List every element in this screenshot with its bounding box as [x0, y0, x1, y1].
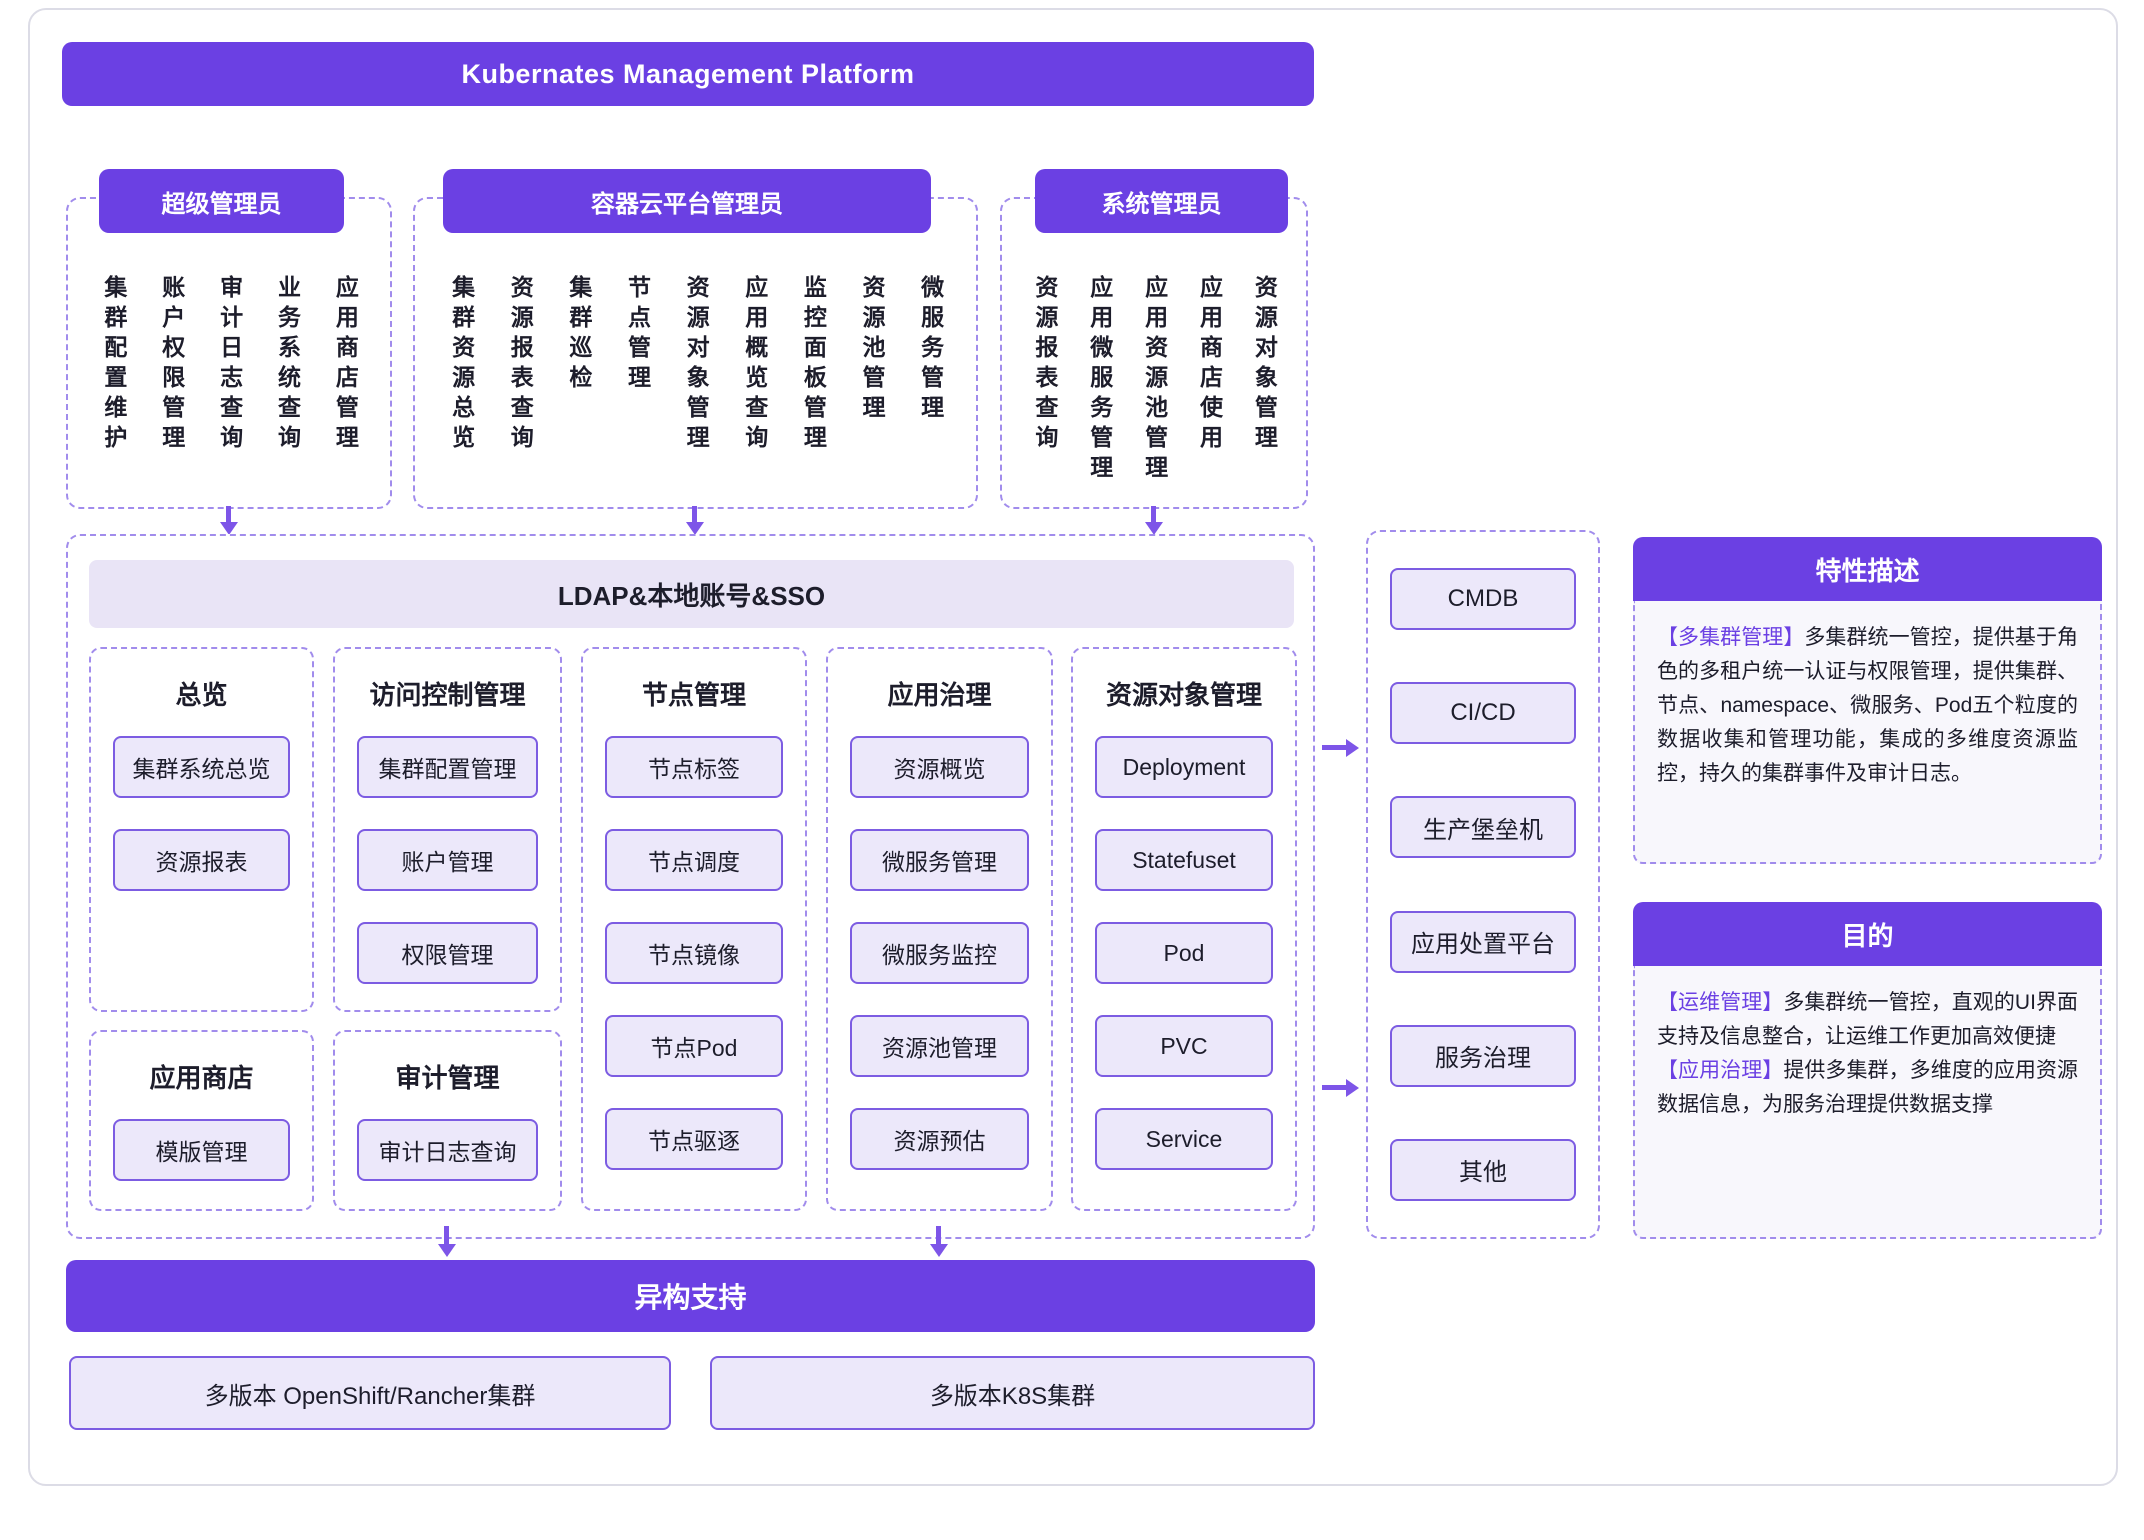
- arrow-down-icon: [936, 1226, 941, 1244]
- module-item: 节点Pod: [605, 1015, 783, 1077]
- role-items-platform-admin: 集群资源总览 资源报表查询 集群巡检 节点管理 资源对象管理 应用概览查询 监控…: [415, 199, 976, 507]
- module-col-title: 访问控制管理: [369, 680, 526, 710]
- module-item: 模版管理: [113, 1119, 290, 1181]
- role-item: 集群配置维护: [100, 275, 127, 455]
- purpose-tag-ops: 【运维管理】: [1657, 991, 1784, 1014]
- module-col-title: 应用商店: [149, 1063, 254, 1093]
- module-item: PVC: [1095, 1015, 1273, 1077]
- hetero-support-bar: 异构支持: [66, 1260, 1315, 1332]
- module-col-audit: 审计管理 审计日志查询: [333, 1030, 562, 1211]
- module-col-title: 资源对象管理: [1105, 680, 1262, 710]
- module-col-app-store: 应用商店 模版管理: [89, 1030, 314, 1211]
- module-item: 资源报表: [113, 829, 290, 891]
- feature-tag: 【多集群管理】: [1657, 626, 1805, 649]
- role-badge-platform-admin: 容器云平台管理员: [443, 169, 931, 233]
- feature-panel: 特性描述 【多集群管理】多集群统一管控，提供基于角色的多租户统一认证与权限管理，…: [1633, 537, 2102, 864]
- role-items-system-admin: 资源报表查询 应用微服务管理 应用资源池管理 应用商店使用 资源对象管理: [1002, 199, 1306, 507]
- integration-item-cmdb: CMDB: [1390, 568, 1576, 630]
- module-item: 节点标签: [605, 736, 783, 798]
- role-item: 业务系统查询: [274, 275, 301, 455]
- role-item: 集群巡检: [565, 275, 592, 395]
- module-col-app-governance: 应用治理 资源概览 微服务管理 微服务监控 资源池管理 资源预估: [826, 647, 1053, 1211]
- purpose-panel-body: 【运维管理】多集群统一管控，直观的UI界面支持及信息整合，让运维工作更加高效便捷…: [1633, 966, 2102, 1239]
- purpose-text-app: 提供多集群，多维度的应用资源数据信息，为服务治理提供数据支撑: [1657, 1059, 2079, 1117]
- role-item: 资源池管理: [859, 275, 885, 425]
- module-item: 资源预估: [850, 1108, 1029, 1170]
- integration-item-other: 其他: [1390, 1138, 1576, 1201]
- module-col-node-management: 节点管理 节点标签 节点调度 节点镜像 节点Pod 节点驱逐: [581, 647, 807, 1211]
- integration-item-service-governance: 服务治理: [1390, 1024, 1576, 1087]
- module-col-access-control: 访问控制管理 集群配置管理 账户管理 权限管理: [333, 647, 562, 1012]
- module-col-resource-objects: 资源对象管理 Deployment Statefuset Pod PVC Ser…: [1071, 647, 1297, 1211]
- purpose-panel-title: 目的: [1633, 902, 2102, 966]
- module-item: 微服务监控: [850, 922, 1029, 984]
- cluster-openshift-rancher: 多版本 OpenShift/Rancher集群: [69, 1356, 671, 1430]
- role-badge-system-admin: 系统管理员: [1035, 169, 1288, 233]
- role-item: 集群资源总览: [448, 275, 475, 455]
- arrow-down-icon: [692, 506, 697, 522]
- module-item: 节点调度: [605, 829, 783, 891]
- role-item: 微服务管理: [917, 275, 944, 425]
- role-items-super-admin: 集群配置维护 账户权限管理 审计日志查询 业务系统查询 应用商店管理: [68, 199, 390, 507]
- module-item: 节点镜像: [605, 922, 783, 984]
- module-item: Pod: [1095, 922, 1273, 984]
- feature-panel-body: 【多集群管理】多集群统一管控，提供基于角色的多租户统一认证与权限管理，提供集群、…: [1633, 601, 2102, 864]
- module-item: 权限管理: [357, 922, 538, 984]
- module-col-title: 应用治理: [887, 680, 992, 710]
- role-item: 应用资源池管理: [1141, 275, 1168, 485]
- module-item: 节点驱逐: [605, 1108, 783, 1170]
- module-item: Statefuset: [1095, 829, 1273, 891]
- integrations-column: CMDB CI/CD 生产堡垒机 应用处置平台 服务治理 其他: [1366, 530, 1600, 1239]
- auth-bar: LDAP&本地账号&SSO: [89, 560, 1294, 628]
- arrow-down-icon: [226, 506, 231, 522]
- cluster-k8s: 多版本K8S集群: [710, 1356, 1315, 1430]
- arrow-right-icon: [1322, 745, 1346, 750]
- module-col-title: 节点管理: [641, 680, 746, 710]
- purpose-tag-app: 【应用治理】: [1657, 1059, 1784, 1083]
- role-item: 应用概览查询: [741, 275, 768, 455]
- arrow-right-icon: [1322, 1085, 1346, 1090]
- role-item: 资源对象管理: [683, 275, 710, 455]
- module-item: 资源概览: [850, 736, 1029, 798]
- role-item: 监控面板管理: [800, 275, 827, 455]
- role-item: 应用商店管理: [332, 275, 359, 455]
- integration-item-cicd: CI/CD: [1390, 682, 1576, 745]
- role-item: 账户权限管理: [158, 275, 185, 455]
- role-group-system-admin: 资源报表查询 应用微服务管理 应用资源池管理 应用商店使用 资源对象管理: [1000, 197, 1308, 509]
- purpose-panel: 目的 【运维管理】多集群统一管控，直观的UI界面支持及信息整合，让运维工作更加高…: [1633, 902, 2102, 1239]
- role-item: 应用微服务管理: [1086, 275, 1113, 485]
- role-item: 资源报表查询: [507, 275, 534, 455]
- module-col-overview: 总览 集群系统总览 资源报表: [89, 647, 314, 1012]
- feature-panel-title: 特性描述: [1633, 537, 2102, 601]
- module-item: 审计日志查询: [357, 1119, 538, 1181]
- role-group-platform-admin: 集群资源总览 资源报表查询 集群巡检 节点管理 资源对象管理 应用概览查询 监控…: [413, 197, 978, 509]
- module-col-title: 审计管理: [395, 1063, 500, 1093]
- module-item: 集群配置管理: [357, 736, 538, 798]
- module-item: Service: [1095, 1108, 1273, 1170]
- role-item: 资源对象管理: [1251, 275, 1278, 455]
- module-item: 微服务管理: [850, 829, 1029, 891]
- page-title: Kubernates Management Platform: [62, 42, 1314, 106]
- role-item: 资源报表查询: [1031, 275, 1058, 455]
- role-item: 应用商店使用: [1196, 275, 1223, 455]
- arrow-down-icon: [444, 1226, 449, 1244]
- module-item: 集群系统总览: [113, 736, 290, 798]
- module-item: 账户管理: [357, 829, 538, 891]
- role-group-super-admin: 集群配置维护 账户权限管理 审计日志查询 业务系统查询 应用商店管理: [66, 197, 392, 509]
- integration-item-bastion: 生产堡垒机: [1390, 796, 1576, 859]
- module-col-title: 总览: [175, 680, 228, 710]
- role-item: 审计日志查询: [216, 275, 243, 455]
- arrow-down-icon: [1151, 506, 1156, 522]
- role-item: 节点管理: [624, 275, 651, 395]
- purpose-text-ops: 多集群统一管控，直观的UI界面支持及信息整合，让运维工作更加高效便捷: [1657, 991, 2079, 1049]
- module-item: Deployment: [1095, 736, 1273, 798]
- feature-text: 多集群统一管控，提供基于角色的多租户统一认证与权限管理，提供集群、节点、name…: [1657, 626, 2079, 786]
- integration-item-app-platform: 应用处置平台: [1390, 910, 1576, 973]
- module-item: 资源池管理: [850, 1015, 1029, 1077]
- role-badge-super-admin: 超级管理员: [99, 169, 344, 233]
